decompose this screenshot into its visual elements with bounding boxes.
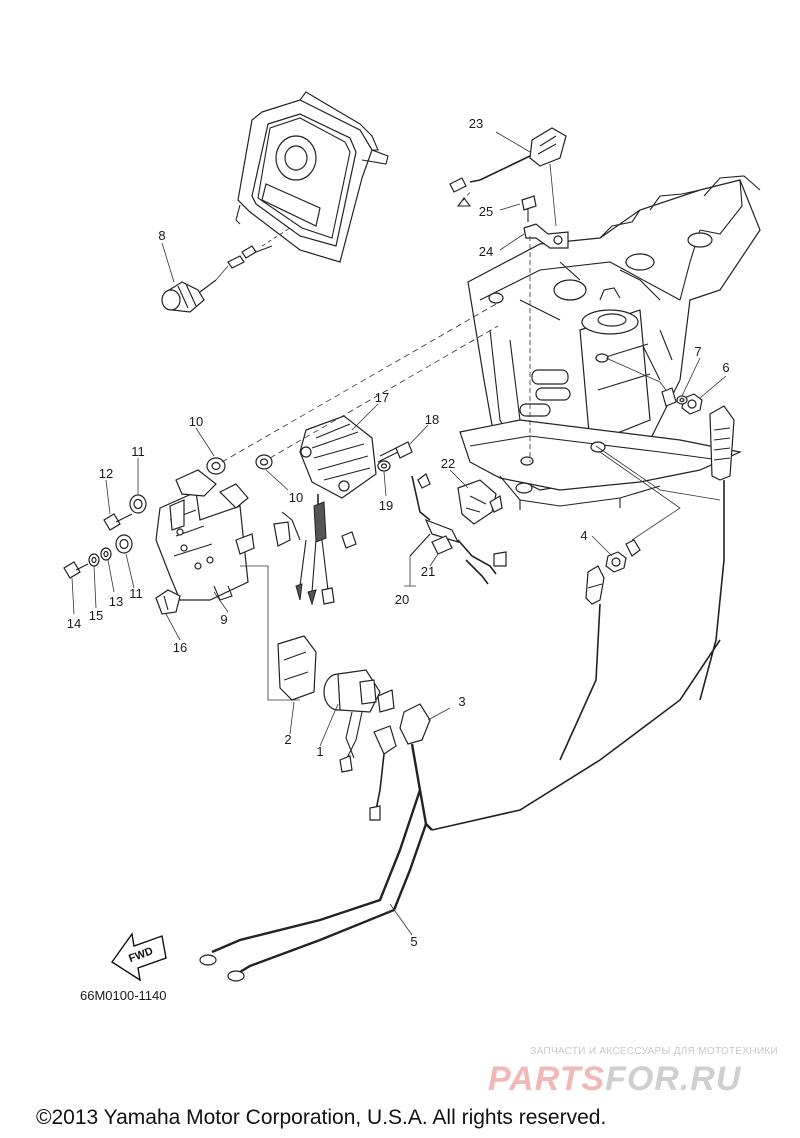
callout-13: 13 [109, 594, 123, 609]
watermark-tagline: ЗАПЧАСТИ И АКСЕССУАРЫ ДЛЯ МОТОТЕХНИКИ [530, 1046, 778, 1057]
part-3-lead [369, 639, 721, 831]
part-22-holder [457, 479, 503, 525]
connector-line-main [595, 445, 721, 501]
part-10-grommet-b [255, 454, 273, 470]
part-17-rectifier [273, 415, 377, 606]
callout-24: 24 [479, 244, 493, 259]
callout-23: 23 [469, 116, 483, 131]
part-7-washer [676, 395, 688, 405]
part-16-clip [155, 589, 181, 615]
part-18-bolt [377, 441, 413, 463]
watermark-brand-left: PARTS [488, 1060, 605, 1098]
callout-10b: 10 [289, 490, 303, 505]
callout-22: 22 [441, 456, 455, 471]
part-1-relay [323, 669, 395, 773]
part-20-fuse-holder [409, 473, 507, 585]
callout-4: 4 [580, 528, 587, 543]
callout-10a: 10 [189, 414, 203, 429]
callout-6: 6 [722, 360, 729, 375]
part-9-bracket [155, 469, 255, 601]
part-14-bolt [63, 561, 89, 579]
callout-16: 16 [173, 640, 187, 655]
callout-19: 19 [379, 498, 393, 513]
part-12-bolt [103, 513, 133, 531]
part-19-washer [377, 460, 391, 472]
part-11-grommet-b [115, 534, 133, 554]
callout-17: 17 [375, 390, 389, 405]
battery-terminal [585, 565, 605, 605]
part-21-fuse [431, 535, 453, 555]
part-25-screw [521, 195, 537, 222]
callout-21: 21 [421, 564, 435, 579]
callout-3: 3 [458, 694, 465, 709]
terminal-7 [661, 387, 677, 407]
bracket-line-9 [240, 565, 269, 634]
watermark-brand-right: FOR.RU [605, 1060, 742, 1098]
copyright-notice: ©2013 Yamaha Motor Corporation, U.S.A. A… [36, 1106, 606, 1129]
engine-block [459, 175, 761, 510]
bracket-line-2 [267, 634, 300, 701]
leader-lines [71, 131, 727, 936]
callout-15: 15 [89, 608, 103, 623]
callout-11a: 11 [131, 444, 145, 459]
watermark-brand: PARTSFOR.RU [488, 1060, 742, 1098]
callout-labels: 1 2 3 4 5 6 7 8 9 10 10 11 11 12 13 14 1… [67, 116, 730, 949]
callout-11b: 11 [129, 586, 143, 601]
callout-1: 1 [316, 744, 323, 759]
part-5-battery-cables [199, 603, 601, 982]
callout-12: 12 [99, 466, 113, 481]
callout-25: 25 [479, 204, 493, 219]
part-15-washer [88, 553, 100, 567]
connector-line-4 [599, 451, 681, 541]
callout-9: 9 [220, 612, 227, 627]
part-4-nut [605, 539, 641, 573]
part-24-clamp [523, 223, 569, 462]
callout-2: 2 [284, 732, 291, 747]
fwd-arrow-icon: FWD [111, 932, 167, 982]
cover-plate [235, 91, 389, 263]
callout-20: 20 [395, 592, 409, 607]
callout-5: 5 [410, 934, 417, 949]
part-2-cover [277, 635, 317, 701]
callout-18: 18 [425, 412, 439, 427]
part-13-washer [100, 547, 112, 561]
part-8-sensor [161, 227, 291, 313]
part-10-grommet-a [206, 457, 226, 475]
callout-8: 8 [158, 228, 165, 243]
part-11-grommet-a [129, 494, 147, 514]
part-23-sensor-cable [449, 127, 567, 227]
diagram-code: 66M0100-1140 [80, 988, 167, 1003]
callout-14: 14 [67, 616, 81, 631]
terminal-boot [699, 405, 735, 701]
callout-7: 7 [694, 344, 701, 359]
watermark: ЗАПЧАСТИ И АКСЕССУАРЫ ДЛЯ МОТОТЕХНИКИ PA… [488, 1046, 778, 1098]
